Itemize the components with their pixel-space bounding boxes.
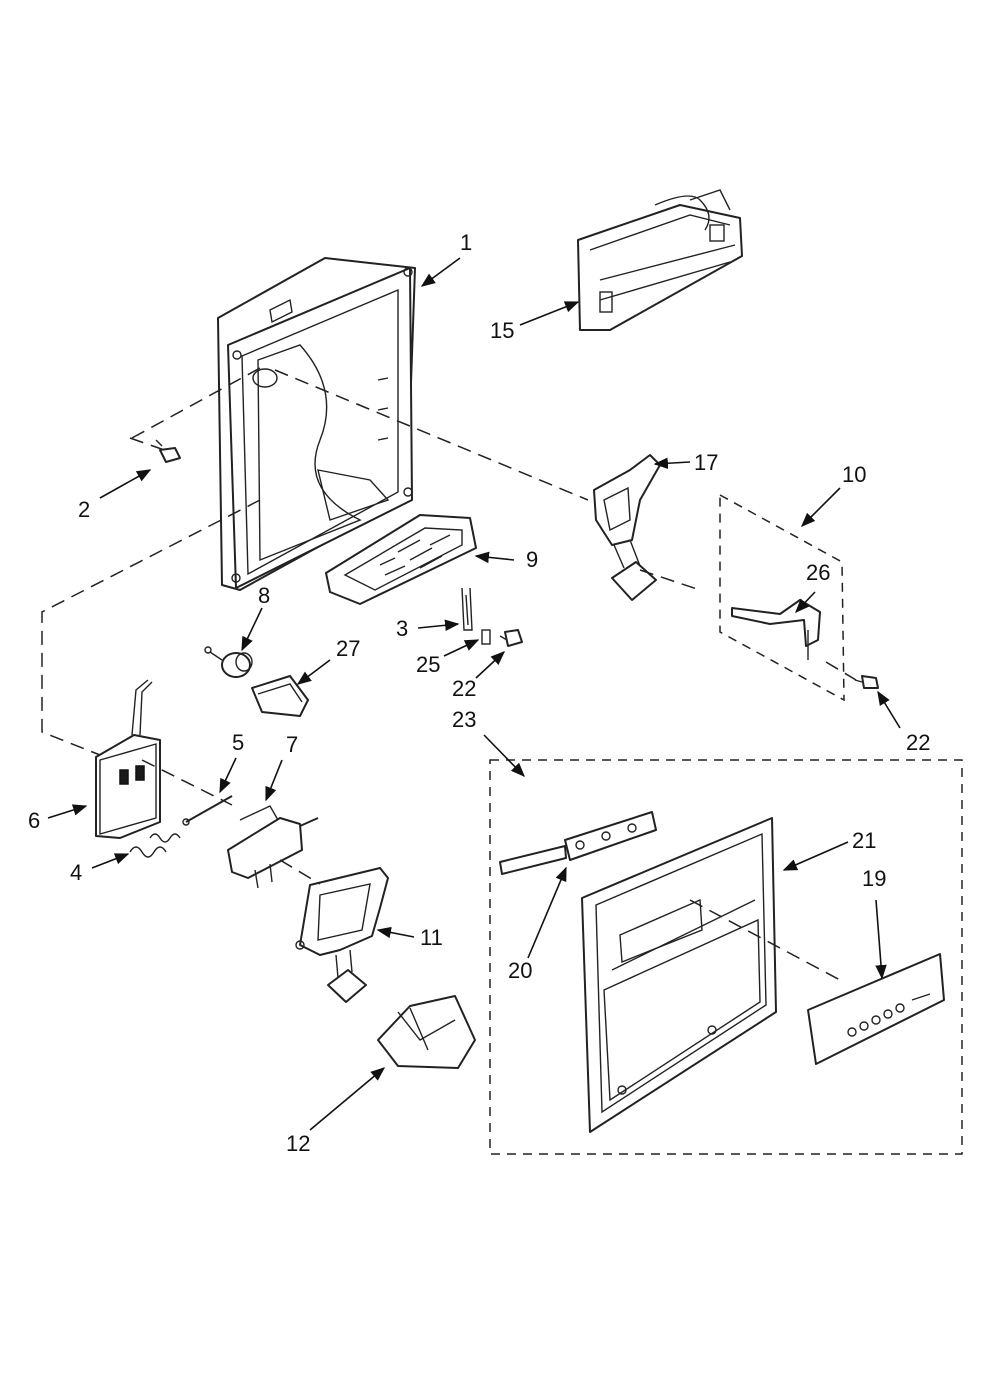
callout-21: 21 <box>852 828 876 853</box>
control-bracket-part <box>577 189 743 331</box>
screw-part-22b <box>854 675 879 689</box>
callout-labels: 1 15 2 17 10 9 26 8 3 27 25 22 23 22 5 7… <box>28 230 930 1156</box>
screw-part-2 <box>155 439 181 463</box>
callout-25: 25 <box>416 652 440 677</box>
control-overlay-part <box>807 953 945 1065</box>
callout-6: 6 <box>28 808 40 833</box>
leader-lines <box>47 257 901 1131</box>
water-paddle-part <box>593 454 661 601</box>
callout-4: 4 <box>70 860 82 885</box>
callout-22b: 22 <box>906 730 930 755</box>
switch-board-part <box>499 811 657 875</box>
chute-cup-part <box>377 995 476 1069</box>
callout-12: 12 <box>286 1131 310 1156</box>
screw-part-22a <box>499 629 523 647</box>
spring-part <box>129 833 181 858</box>
callout-22a: 22 <box>452 676 476 701</box>
callout-26: 26 <box>806 560 830 585</box>
callout-2: 2 <box>78 497 90 522</box>
actuator-part <box>227 805 319 889</box>
dispenser-housing-part <box>217 257 416 591</box>
callout-7: 7 <box>286 732 298 757</box>
callout-20: 20 <box>508 958 532 983</box>
paddle-lever-part <box>731 599 821 660</box>
front-bezel-part <box>581 817 777 1133</box>
callout-17: 17 <box>694 450 718 475</box>
callout-27: 27 <box>336 636 360 661</box>
actuator-module-part <box>95 679 161 839</box>
assembly-lines <box>41 367 857 981</box>
solenoid-cover-part <box>251 675 309 717</box>
spring-clip-part <box>461 587 491 645</box>
callout-8: 8 <box>258 583 270 608</box>
callout-9: 9 <box>526 547 538 572</box>
callout-1: 1 <box>460 230 472 255</box>
callout-5: 5 <box>232 730 244 755</box>
grille-part <box>325 514 477 605</box>
callout-10: 10 <box>842 462 866 487</box>
callout-11: 11 <box>420 925 443 950</box>
callout-23: 23 <box>452 707 476 732</box>
callout-15: 15 <box>490 318 514 343</box>
callout-19: 19 <box>862 866 886 891</box>
solenoid-part <box>204 646 253 678</box>
group-box-10 <box>719 493 845 702</box>
ice-paddle-arm-part <box>295 867 389 1003</box>
pin-part <box>182 795 233 826</box>
callout-3: 3 <box>396 616 408 641</box>
